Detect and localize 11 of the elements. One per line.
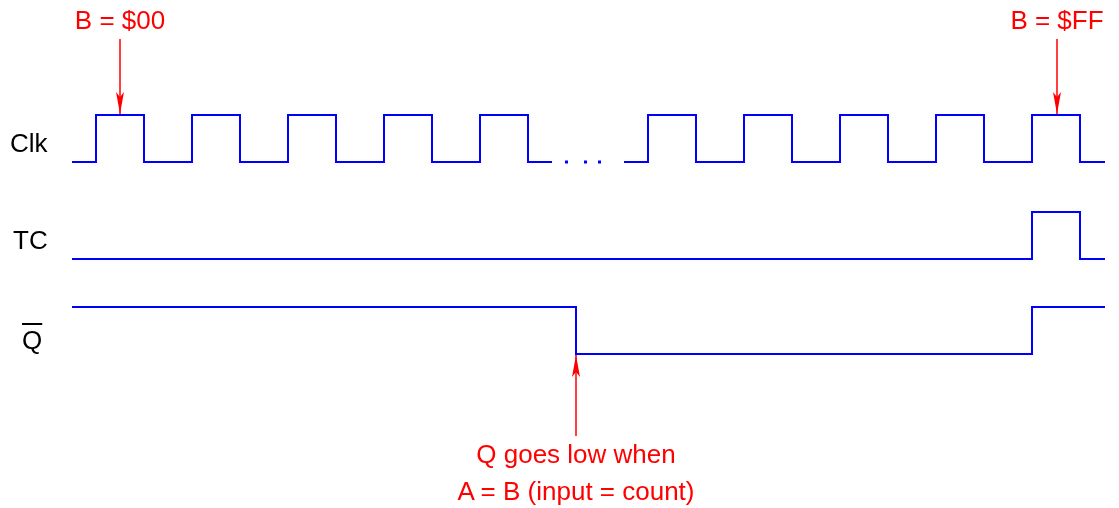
signal-label: Q xyxy=(22,325,43,355)
signal-label: TC xyxy=(13,225,48,255)
signal-label: Clk xyxy=(10,128,48,158)
leader-arrow xyxy=(572,354,580,437)
annotation-text: B = $FF xyxy=(999,2,1115,39)
annotation-text: Q goes low when A = B (input = count) xyxy=(396,436,756,508)
leader-arrow xyxy=(116,38,124,115)
annotation-text: B = $00 xyxy=(62,2,178,39)
clock-waveform xyxy=(71,114,1106,164)
leader-arrow xyxy=(1053,38,1061,115)
q-bar-waveform xyxy=(71,306,1106,355)
